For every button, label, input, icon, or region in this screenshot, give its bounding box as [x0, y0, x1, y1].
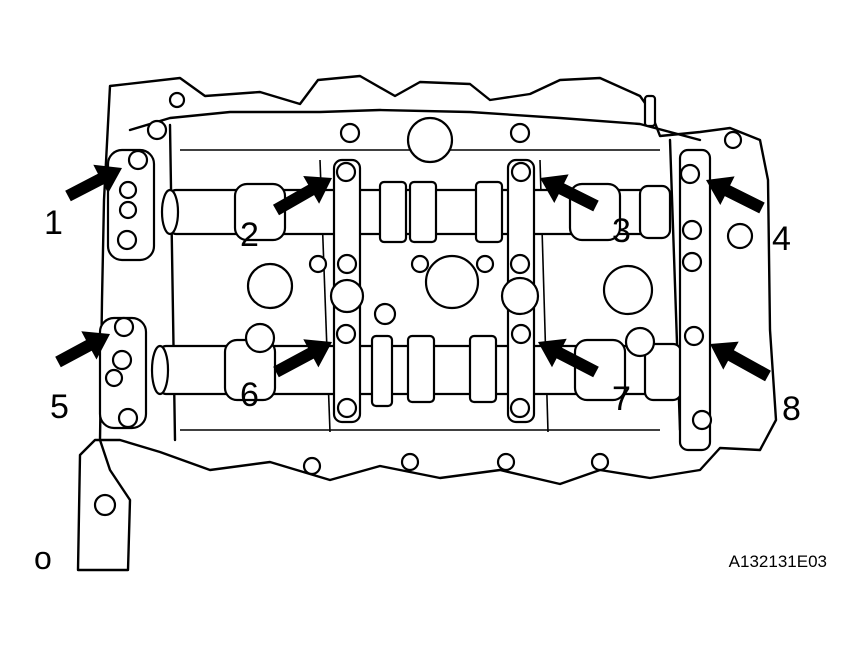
bolt-label-6: 6 [240, 376, 259, 414]
figure-code: A132131E03 [728, 552, 827, 571]
bolt-label-1: 1 [44, 204, 63, 242]
bolt-label-4: 4 [772, 220, 791, 258]
bolt-label-2: 2 [240, 216, 259, 254]
bolt-label-3: 3 [612, 212, 631, 250]
arrow-to-bolt-1 [65, 164, 122, 202]
head-outline [76, 74, 778, 572]
corner-mark: o [34, 540, 52, 576]
arrow-to-bolt-8 [710, 341, 771, 382]
bolt-label-5: 5 [50, 388, 69, 426]
lower-camshaft [150, 334, 683, 408]
arrow-to-bolt-3 [540, 174, 599, 212]
arrow-to-bolt-4 [706, 176, 765, 214]
bolt-label-8: 8 [782, 390, 801, 428]
arrow-to-bolt-6 [273, 339, 332, 378]
arrow-to-bolt-2 [273, 176, 332, 216]
arrow-to-bolt-7 [538, 338, 599, 378]
rear-cap [678, 148, 712, 452]
upper-camshaft [160, 180, 672, 244]
bolt-label-7: 7 [612, 380, 631, 418]
other-bolts [93, 180, 713, 517]
indicated-bolts [113, 149, 705, 347]
arrow-to-bolt-5 [55, 331, 110, 368]
arrow-group [55, 164, 771, 382]
